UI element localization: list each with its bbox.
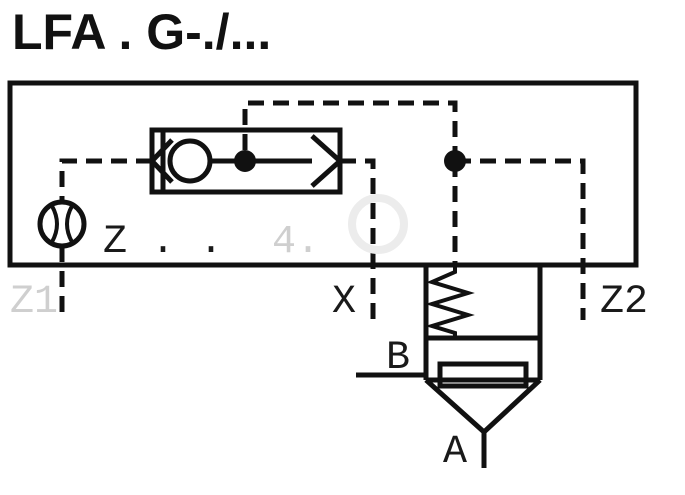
pilot-line-z1 — [59, 158, 152, 318]
logic-element — [356, 265, 543, 468]
pilot-line-x — [340, 158, 376, 320]
orifice-icon — [37, 199, 87, 249]
faint-circle — [348, 194, 408, 254]
junction-dot-right — [444, 150, 466, 172]
label-z-dots: Z . . — [103, 220, 223, 265]
label-a: A — [443, 430, 467, 475]
label-z1: Z1 — [10, 280, 58, 325]
pilot-line-top — [242, 100, 458, 161]
diagram-title: LFA . G-./... — [12, 4, 272, 60]
valve-housing — [7, 80, 639, 268]
shuttle-right-seat — [310, 134, 344, 188]
pilot-lines — [59, 100, 586, 320]
shuttle-ball — [167, 138, 213, 184]
label-z2: Z2 — [600, 280, 648, 325]
pilot-line-z2 — [455, 158, 586, 320]
label-x: X — [332, 280, 356, 325]
label-faint-4: 4. — [272, 220, 320, 265]
poppet-body — [437, 361, 529, 389]
label-b: B — [386, 336, 410, 381]
spring-icon — [425, 265, 475, 338]
